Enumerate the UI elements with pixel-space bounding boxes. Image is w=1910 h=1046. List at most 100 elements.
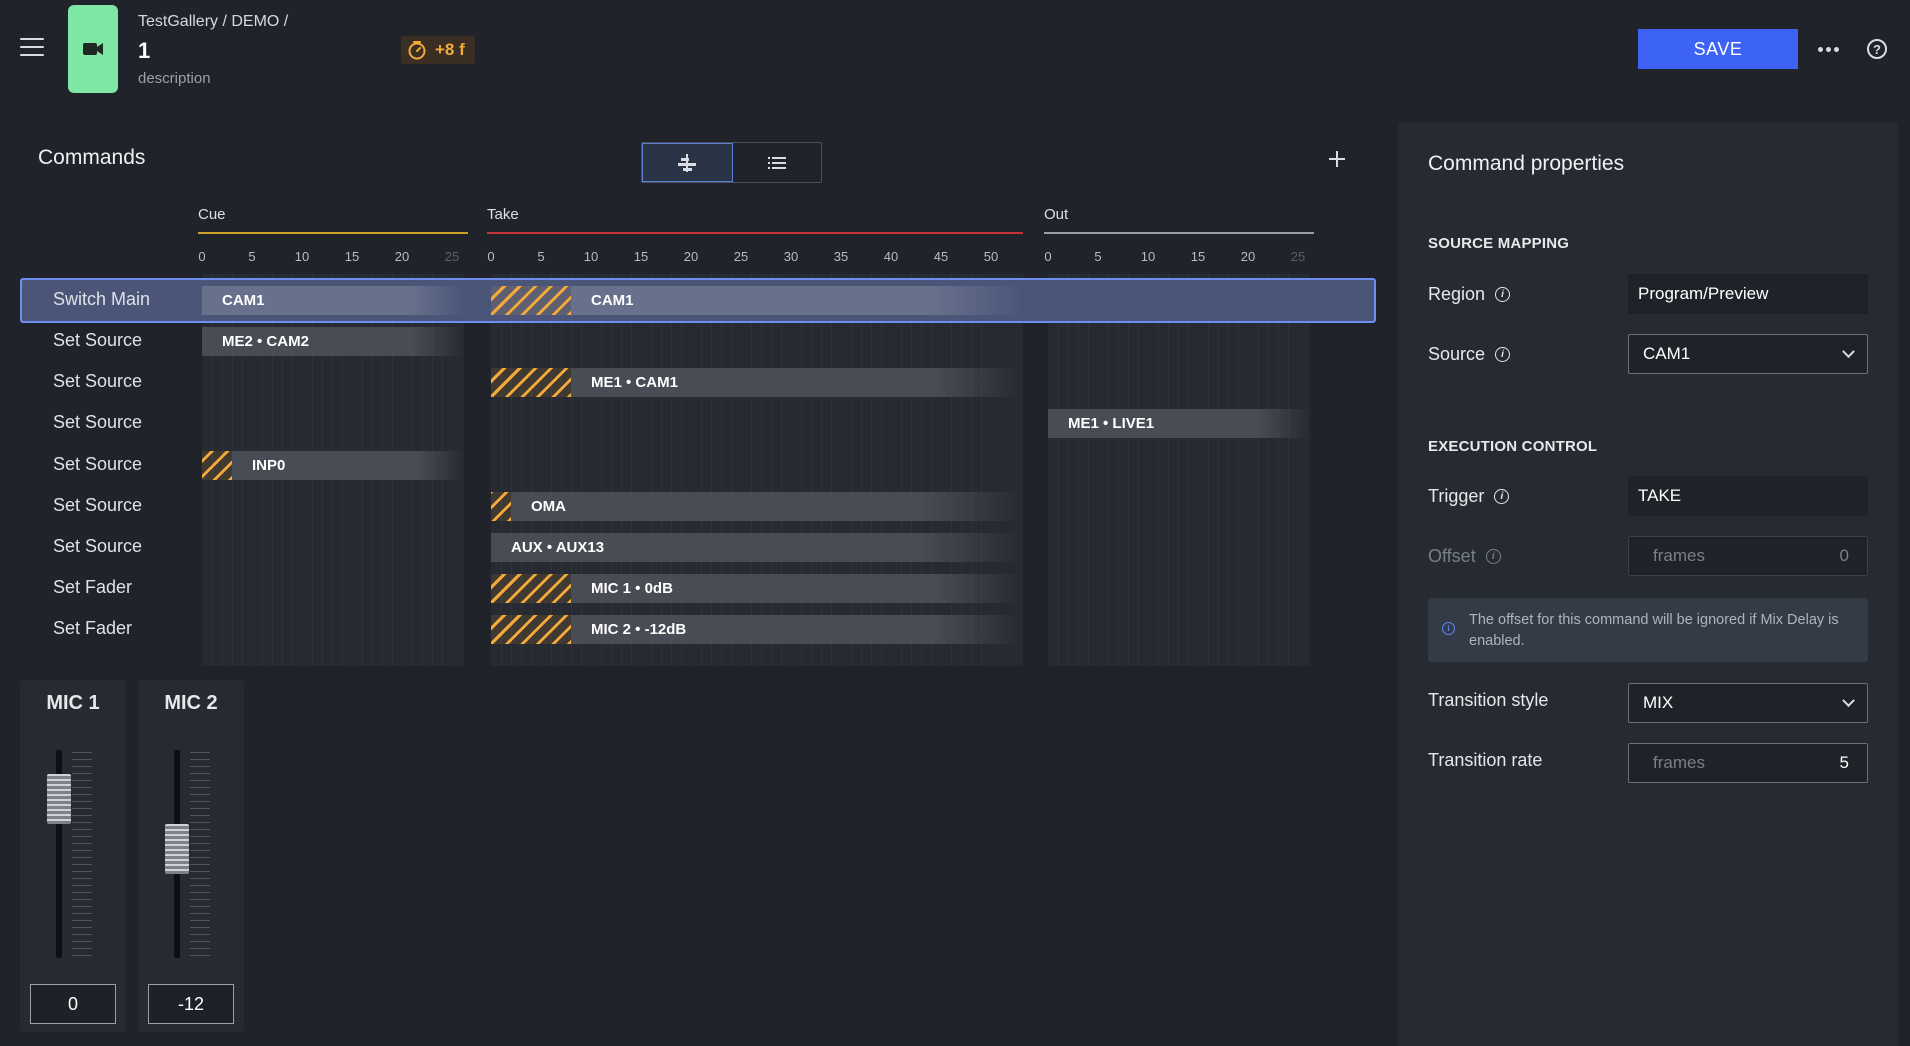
trigger-value: TAKE (1628, 476, 1868, 516)
grid-line (761, 274, 762, 666)
command-row-label[interactable]: Set Source (53, 330, 143, 350)
note-text: The offset for this command will be igno… (1469, 612, 1839, 649)
info-icon[interactable]: i (1495, 287, 1511, 302)
command-clip[interactable]: MIC 1 • 0dB (571, 574, 1023, 603)
phase-divider (198, 232, 468, 234)
help-icon[interactable]: ? (1867, 39, 1887, 59)
time-tick-label: 15 (1190, 249, 1206, 264)
transition-style-select[interactable]: MIX (1628, 683, 1868, 723)
grid-line (711, 274, 712, 666)
time-tick-label: 30 (783, 249, 799, 264)
commands-heading: Commands (38, 146, 146, 169)
command-row-label[interactable]: Switch Main (53, 289, 151, 309)
fader-scale (72, 752, 92, 956)
add-command-icon[interactable] (1326, 148, 1348, 170)
grid-line (1068, 274, 1069, 666)
mic-name: MIC 1 (46, 692, 100, 714)
time-tick-label: 25 (1290, 249, 1306, 264)
command-clip[interactable]: ME1 • LIVE1 (1048, 409, 1310, 438)
time-tick-label: 15 (344, 249, 360, 264)
fader-knob[interactable] (165, 824, 189, 874)
timing-value: +8 f (435, 40, 465, 59)
command-clip[interactable]: OMA (511, 492, 1023, 521)
list-view-icon (767, 156, 786, 169)
command-clip[interactable]: ME2 • CAM2 (202, 327, 464, 356)
command-clip[interactable]: AUX • AUX13 (491, 533, 1023, 562)
fader-value-input[interactable]: -12 (148, 984, 234, 1024)
grid-line (1288, 274, 1289, 666)
time-tick-label: 20 (1240, 249, 1256, 264)
command-row-label[interactable]: Set Source (53, 412, 143, 432)
grid-line (851, 274, 852, 666)
grid-line (501, 274, 502, 666)
command-clip[interactable]: INP0 (232, 451, 464, 480)
timer-icon (408, 41, 426, 60)
phase-divider (487, 232, 1023, 234)
command-clip[interactable]: ME1 • CAM1 (571, 368, 1023, 397)
phase-label: Cue (198, 206, 226, 223)
save-button[interactable]: SAVE (1638, 29, 1798, 69)
grid-line (531, 274, 532, 666)
fader-track[interactable] (56, 750, 62, 958)
grid-line (1058, 274, 1059, 666)
timeline-view-button[interactable] (642, 143, 733, 182)
command-row-label[interactable]: Set Fader (53, 618, 133, 638)
grid-line (631, 274, 632, 666)
grid-line (1088, 274, 1089, 666)
grid-line (861, 274, 862, 666)
grid-line (961, 274, 962, 666)
command-row-label[interactable]: Set Fader (53, 577, 133, 597)
info-icon[interactable]: i (1485, 549, 1501, 564)
command-clip[interactable]: CAM1 (202, 286, 464, 315)
properties-title: Command properties (1428, 152, 1625, 175)
grid-line (671, 274, 672, 666)
hamburger-menu-icon[interactable] (20, 38, 44, 58)
breadcrumb[interactable]: TestGallery / DEMO / (138, 13, 289, 30)
info-icon[interactable]: i (1494, 489, 1510, 504)
offset-hatch (491, 492, 511, 521)
time-tick-label: 0 (487, 249, 495, 264)
phase-track (1048, 274, 1310, 666)
source-mapping-heading: SOURCE MAPPING (1428, 235, 1570, 252)
command-row-label[interactable]: Set Source (53, 536, 143, 556)
command-row-label[interactable]: Set Source (53, 371, 143, 391)
fader-scale (190, 752, 210, 956)
grid-line (801, 274, 802, 666)
grid-line (831, 274, 832, 666)
time-tick-label: 45 (933, 249, 949, 264)
grid-line (511, 274, 512, 666)
command-row-label[interactable]: Set Source (53, 495, 143, 515)
grid-line (1228, 274, 1229, 666)
grid-line (571, 274, 572, 666)
grid-line (1178, 274, 1179, 666)
video-camera-icon (83, 43, 103, 55)
fader-knob[interactable] (47, 774, 71, 824)
rundown-title[interactable]: 1 (138, 38, 151, 63)
list-view-button[interactable] (733, 143, 822, 182)
info-icon[interactable]: i (1495, 347, 1511, 362)
time-tick-label: 5 (1094, 249, 1102, 264)
top-bar: TestGallery / DEMO / 1 description +8 f … (0, 0, 1910, 100)
chevron-down-icon (1842, 693, 1855, 707)
command-clip[interactable]: CAM1 (571, 286, 1023, 315)
more-options-icon[interactable] (1814, 36, 1842, 62)
time-tick-label: 5 (537, 249, 545, 264)
time-tick-label: 50 (983, 249, 999, 264)
rundown-type-tile[interactable] (68, 5, 118, 93)
source-select[interactable]: CAM1 (1628, 334, 1868, 374)
grid-line (1238, 274, 1239, 666)
rundown-description[interactable]: description (138, 70, 211, 87)
offset-hatch (491, 574, 571, 603)
offset-hatch (202, 451, 232, 480)
grid-line (721, 274, 722, 666)
transition-style-label: Transition style (1428, 690, 1549, 710)
command-clip[interactable]: MIC 2 • -12dB (571, 615, 1023, 644)
command-row-label[interactable]: Set Source (53, 454, 143, 474)
phase-label: Out (1044, 206, 1069, 223)
fader-value-input[interactable]: 0 (30, 984, 116, 1024)
